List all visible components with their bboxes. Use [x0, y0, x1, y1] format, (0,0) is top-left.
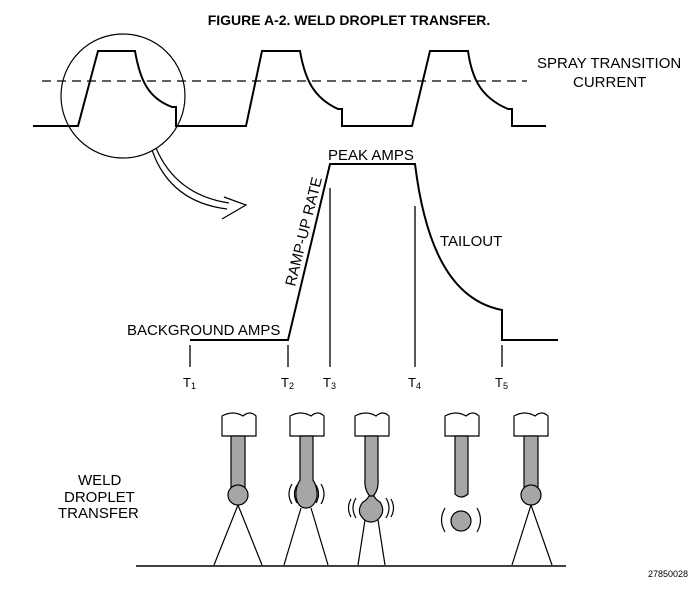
spray-current-label: CURRENT	[573, 74, 646, 91]
electrode-wire	[364, 435, 379, 497]
arc-cone	[357, 519, 386, 566]
electrode-wire	[230, 435, 246, 493]
electrode-stage-5	[511, 412, 553, 566]
tailout-label: TAILOUT	[440, 233, 502, 250]
time-marker-t5: T5	[495, 375, 508, 391]
weld-label-line1: WELD	[78, 472, 122, 489]
contact-tip	[289, 412, 325, 437]
contact-tip	[221, 412, 257, 437]
electrode-stage-4	[440, 412, 482, 533]
contact-tip	[354, 412, 390, 437]
droplet	[520, 484, 542, 506]
time-ticks	[189, 188, 503, 367]
pulse-waveform-line	[33, 50, 546, 127]
pinch-lines	[347, 497, 395, 519]
detail-pulse-line	[190, 163, 558, 341]
arc-cone	[213, 504, 263, 566]
contact-tip	[513, 412, 549, 437]
motion-arcs	[440, 507, 482, 533]
electrode-stage-2	[283, 412, 329, 566]
arc-cone	[511, 504, 553, 566]
time-marker-t4: T4	[408, 375, 421, 391]
time-marker-t2: T2	[281, 375, 294, 391]
background-amps-label: BACKGROUND AMPS	[127, 322, 280, 339]
weld-label-line2: DROPLET	[64, 489, 135, 506]
pinch-lines	[288, 483, 325, 505]
drawing-code: 27850028	[648, 569, 688, 579]
time-marker-t3: T3	[323, 375, 336, 391]
zoom-arrow	[151, 147, 248, 220]
spray-transition-label: SPRAY TRANSITION	[537, 55, 681, 72]
weld-label-line3: TRANSFER	[58, 505, 139, 522]
figure-title: FIGURE A-2. WELD DROPLET TRANSFER.	[208, 12, 491, 28]
contact-tip	[444, 412, 480, 437]
peak-amps-label: PEAK AMPS	[328, 147, 414, 164]
arc-cone	[283, 507, 329, 566]
electrode-stage-3	[347, 412, 395, 566]
magnifier-circle	[60, 33, 186, 159]
time-markers: T1 T2 T3 T4 T5	[183, 375, 508, 391]
electrode-wire	[454, 435, 469, 498]
droplet	[358, 495, 384, 523]
electrode-wire	[523, 435, 539, 493]
droplet	[450, 510, 472, 532]
detail-pulse	[190, 163, 558, 341]
electrode-wire	[295, 435, 318, 509]
droplet	[227, 484, 249, 506]
pulse-waveform	[33, 50, 546, 127]
time-marker-t1: T1	[183, 375, 196, 391]
electrode-stage-1	[213, 412, 263, 566]
